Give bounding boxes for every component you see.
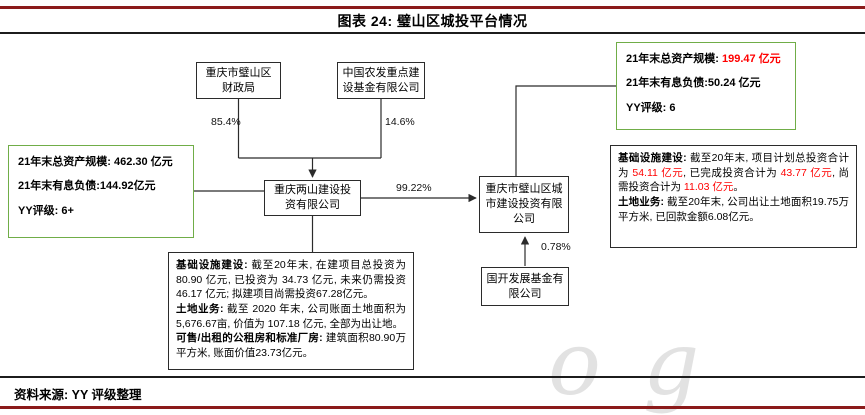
node-bishan-ucic-company: 重庆市璧山区城市建设投资有限公司 [479, 176, 569, 233]
bottom-accent-rule [0, 406, 865, 409]
top-accent-rule [0, 6, 865, 9]
figure-title: 图表 24: 璧山区城投平台情况 [337, 13, 528, 29]
watermark-text: og [548, 312, 742, 415]
ownership-pct-cdb-fund: 0.78% [541, 241, 571, 253]
detail-box-bishan: 基础设施建设: 截至20年末, 项目计划总投资合计为 54.11 亿元, 已完成… [610, 145, 857, 248]
source-divider-rule [0, 376, 865, 378]
node-finance-bureau: 重庆市璧山区财政局 [196, 62, 281, 99]
detail-box-liangshan: 基础设施建设: 截至20年末, 在建项目总投资为 80.90 亿元, 已投资为 … [168, 252, 414, 370]
title-divider-rule [0, 32, 865, 34]
node-liangshan-company: 重庆两山建设投资有限公司 [264, 180, 361, 216]
source-note: 资料来源: YY 评级整理 [14, 388, 142, 402]
node-cdb-fund: 国开发展基金有限公司 [481, 267, 569, 306]
ownership-pct-finance: 85.4% [211, 116, 241, 128]
ownership-pct-liangshan: 99.22% [396, 182, 432, 194]
node-agri-fund: 中国农发重点建设基金有限公司 [337, 62, 425, 99]
ownership-pct-agri-fund: 14.6% [385, 116, 415, 128]
